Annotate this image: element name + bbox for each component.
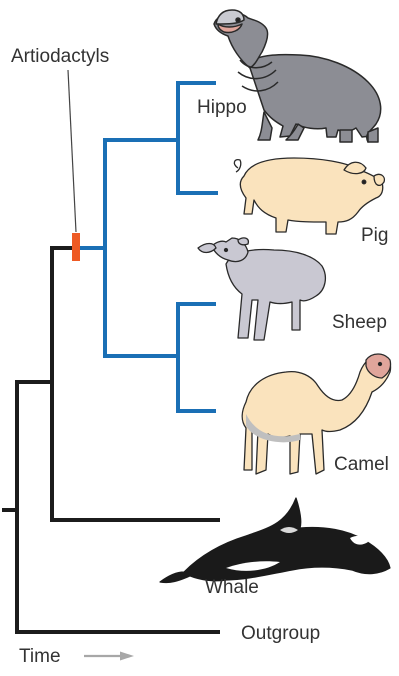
pig-illustration: [234, 158, 384, 234]
taxon-label-pig: Pig: [361, 225, 388, 247]
sheep-illustration: [198, 238, 325, 340]
tree-branches-blue: [78, 83, 216, 411]
taxon-label-camel: Camel: [334, 454, 389, 476]
taxon-label-whale: Whale: [205, 577, 259, 599]
marker-leader-line: [68, 70, 76, 232]
hippo-illustration: [214, 10, 381, 142]
taxon-label-sheep: Sheep: [332, 312, 387, 334]
taxon-label-outgroup: Outgroup: [241, 623, 320, 645]
marker-label: Artiodactyls: [11, 46, 109, 68]
artiodactyl-trait-marker: [72, 233, 80, 261]
time-arrow: [84, 652, 134, 661]
taxon-label-hippo: Hippo: [197, 97, 247, 119]
whale-illustration: [160, 498, 390, 583]
time-axis-label: Time: [19, 646, 61, 668]
